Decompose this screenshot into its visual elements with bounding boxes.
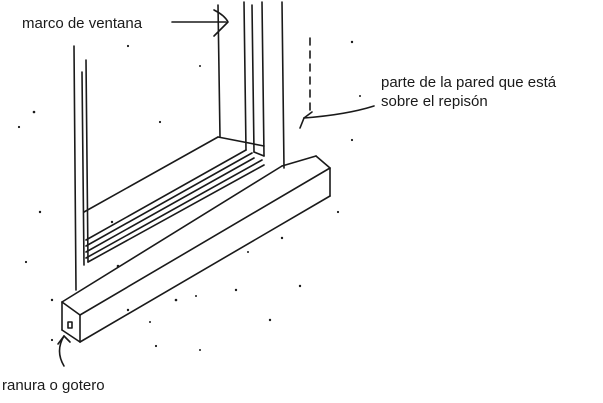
wall-above-sill-label: parte de la pared que está sobre el repi… bbox=[381, 73, 556, 111]
wall-label-line-1: parte de la pared que está bbox=[381, 74, 557, 91]
drip-groove-label: ranura o gotero bbox=[2, 377, 105, 394]
frame-base bbox=[83, 136, 265, 263]
wall-label-line-2: sobre el repisón bbox=[381, 93, 488, 110]
frame-leader-arrow bbox=[171, 9, 229, 37]
stipple-dots bbox=[17, 40, 361, 351]
window-frame-label: marco de ventana bbox=[22, 15, 143, 32]
sill-block bbox=[61, 155, 331, 343]
window-frame bbox=[73, 1, 285, 291]
groove-leader-arrow bbox=[57, 335, 71, 367]
wall-leader-arrow bbox=[299, 105, 375, 129]
